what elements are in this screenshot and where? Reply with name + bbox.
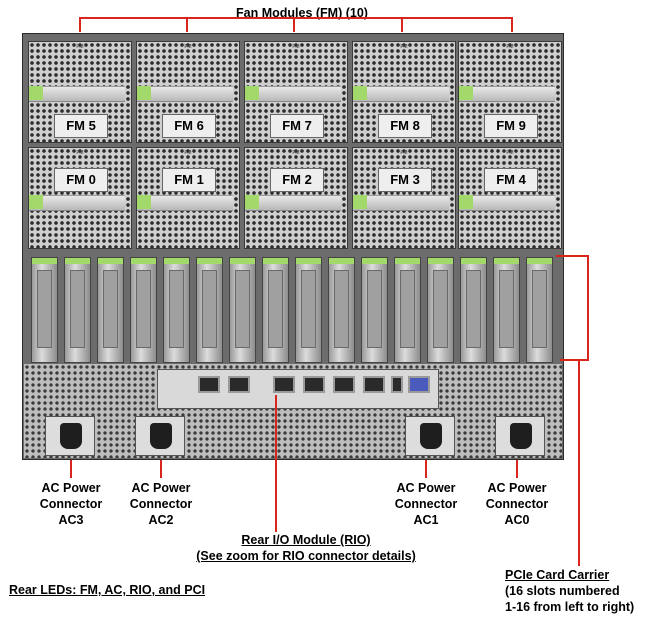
pcie-bracket bbox=[556, 255, 589, 361]
pcie-card-carrier bbox=[97, 257, 124, 363]
fan-module-label: FM 6 bbox=[162, 114, 216, 138]
rear-panel bbox=[24, 364, 562, 458]
fan-module: FM FM 8 bbox=[352, 41, 456, 143]
pcie-card-carrier bbox=[427, 257, 454, 363]
fan-module-tag: FM bbox=[400, 150, 408, 156]
fan-module-label: FM 8 bbox=[378, 114, 432, 138]
pcie-card-carrier bbox=[130, 257, 157, 363]
fan-module-label: FM 3 bbox=[378, 168, 432, 192]
pcie-card-carrier bbox=[361, 257, 388, 363]
rj45-port bbox=[228, 376, 250, 393]
fan-module-label: FM 2 bbox=[270, 168, 324, 192]
rj45-port bbox=[333, 376, 355, 393]
pcie-card-carrier bbox=[163, 257, 190, 363]
rj45-port bbox=[363, 376, 385, 393]
pcie-card-carrier bbox=[394, 257, 421, 363]
ac-power-connector-ac2 bbox=[135, 416, 185, 456]
fan-module-tag: FM bbox=[506, 44, 514, 50]
rj45-port bbox=[198, 376, 220, 393]
rj45-port bbox=[273, 376, 295, 393]
fan-module: FM FM 4 bbox=[458, 147, 562, 249]
pcie-card-carrier bbox=[526, 257, 553, 363]
pcie-label: PCIe Card Carrier (16 slots numbered 1-1… bbox=[505, 568, 635, 614]
fan-module-tag: FM bbox=[184, 150, 192, 156]
fan-module-label: FM 0 bbox=[54, 168, 108, 192]
pcie-card-carrier bbox=[328, 257, 355, 363]
pcie-card-carrier bbox=[460, 257, 487, 363]
ac-power-connector-ac0 bbox=[495, 416, 545, 456]
fan-modules-bracket bbox=[79, 17, 513, 32]
fan-module: FM FM 9 bbox=[458, 41, 562, 143]
pcie-card-carrier bbox=[262, 257, 289, 363]
fan-module: FM FM 2 bbox=[244, 147, 348, 249]
fan-module: FM FM 7 bbox=[244, 41, 348, 143]
fan-module-tag: FM bbox=[400, 44, 408, 50]
fan-module-tag: FM bbox=[76, 44, 84, 50]
rj45-port bbox=[303, 376, 325, 393]
fan-module: FM FM 3 bbox=[352, 147, 456, 249]
rear-leds-label: Rear LEDs: FM, AC, RIO, and PCI bbox=[9, 583, 206, 597]
vga-port bbox=[408, 376, 430, 393]
fan-module-tag: FM bbox=[292, 44, 300, 50]
fan-module-tag: FM bbox=[292, 150, 300, 156]
fan-module-label: FM 4 bbox=[484, 168, 538, 192]
fan-module: FM FM 5 bbox=[28, 41, 132, 143]
pcie-card-carrier bbox=[295, 257, 322, 363]
pcie-card-carrier bbox=[229, 257, 256, 363]
ac-power-connector-ac1 bbox=[405, 416, 455, 456]
fan-module-label: FM 5 bbox=[54, 114, 108, 138]
fan-module-label: FM 7 bbox=[270, 114, 324, 138]
fan-module: FM FM 0 bbox=[28, 147, 132, 249]
fan-module-tag: FM bbox=[506, 150, 514, 156]
usb-port bbox=[391, 376, 403, 393]
fan-module-tag: FM bbox=[184, 44, 192, 50]
fan-module: FM FM 1 bbox=[136, 147, 240, 249]
pcie-card-carrier bbox=[31, 257, 58, 363]
fan-modules-label: Fan Modules (FM) (10) bbox=[236, 6, 368, 20]
rear-io-module bbox=[157, 369, 439, 409]
pcie-card-carrier bbox=[196, 257, 223, 363]
pcie-card-carrier bbox=[493, 257, 520, 363]
fan-module-label: FM 9 bbox=[484, 114, 538, 138]
server-chassis: FM FM 5 FM FM 6 FM FM 7 FM FM 8 FM FM 9 … bbox=[22, 33, 564, 460]
ac-power-connector-ac3 bbox=[45, 416, 95, 456]
fan-module-tag: FM bbox=[76, 150, 84, 156]
fan-module: FM FM 6 bbox=[136, 41, 240, 143]
fan-module-label: FM 1 bbox=[162, 168, 216, 192]
rio-label: Rear I/O Module (RIO)(See zoom for RIO c… bbox=[196, 533, 416, 563]
pcie-card-carrier bbox=[64, 257, 91, 363]
